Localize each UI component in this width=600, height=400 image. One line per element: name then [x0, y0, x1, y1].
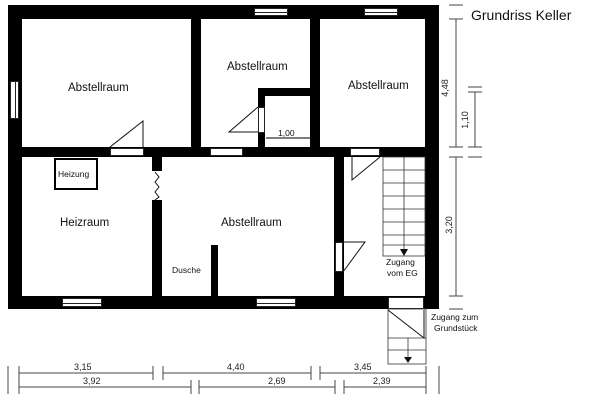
dim-vertical-4-48: 4,48 — [439, 79, 450, 97]
outer-wall-top — [8, 5, 439, 19]
dusche-label: Dusche — [172, 265, 201, 275]
stairs-icon — [382, 156, 426, 257]
dim-h-row1-1: 3,15 — [74, 362, 92, 372]
door-swing-icon — [227, 106, 259, 133]
room-label-top-left: Abstellraum — [68, 82, 129, 94]
wall-bottom-v2 — [334, 147, 344, 307]
dim-h-row2-1: 3,92 — [83, 376, 101, 386]
window-bottom-2 — [256, 298, 296, 307]
zugang-grund-label-2: Grundstück — [434, 323, 478, 333]
door-swing-icon — [109, 119, 144, 148]
wall-top-v1 — [191, 5, 201, 157]
window-bottom-1 — [62, 298, 102, 307]
shower-partition — [211, 245, 218, 297]
room-label-bottom-middle: Abstellraum — [221, 217, 282, 229]
zugang-grund-label-1: Zugang zum — [431, 312, 479, 322]
vertical-dimensions — [449, 4, 482, 310]
door-top-middle — [210, 148, 243, 156]
door-exit — [388, 297, 424, 309]
wall-top-v2 — [310, 5, 320, 157]
wall-bottom-v1 — [152, 147, 162, 171]
door-niche — [258, 107, 265, 133]
folding-partition-icon — [154, 171, 160, 201]
dim-h-row2-3: 2,39 — [373, 376, 391, 386]
dim-vertical-1-10: 1,10 — [459, 111, 470, 129]
arrow-down-icon — [404, 357, 412, 363]
window-top-1 — [254, 8, 288, 16]
heizung-label: Heizung — [58, 169, 90, 179]
door-top-left — [110, 148, 144, 156]
horizontal-dimensions — [7, 366, 440, 394]
dim-h-row2-2: 2,69 — [268, 376, 286, 386]
zugang-eg-label-1: Zugang — [386, 257, 415, 267]
dim-h-row1-2: 4,40 — [227, 362, 245, 372]
wall-bottom-v1b — [152, 200, 162, 308]
door-stair-side — [335, 242, 343, 272]
outer-wall-right — [425, 5, 439, 309]
door-stair — [350, 148, 380, 156]
page-title: Grundriss Keller — [471, 7, 572, 23]
inner-dimension-label: 1,00 — [278, 128, 295, 138]
door-swing-icon — [351, 156, 381, 182]
dim-h-row1-3: 3,45 — [354, 362, 372, 372]
window-top-2 — [364, 8, 398, 16]
outdoor-stairs-icon — [387, 308, 427, 365]
window-left — [10, 81, 19, 119]
dim-vertical-3-20: 3,20 — [443, 216, 454, 234]
room-label-top-right: Abstellraum — [348, 80, 409, 92]
room-label-heizraum: Heizraum — [60, 217, 110, 229]
door-swing-icon — [387, 309, 425, 340]
niche-wall-top — [258, 88, 310, 96]
heating-unit — [54, 158, 98, 190]
door-swing-icon — [342, 241, 366, 273]
arrow-down-icon — [400, 249, 408, 256]
room-label-top-middle: Abstellraum — [227, 61, 288, 73]
zugang-eg-label-2: vom EG — [387, 268, 418, 278]
outer-wall-bottom — [8, 296, 439, 309]
